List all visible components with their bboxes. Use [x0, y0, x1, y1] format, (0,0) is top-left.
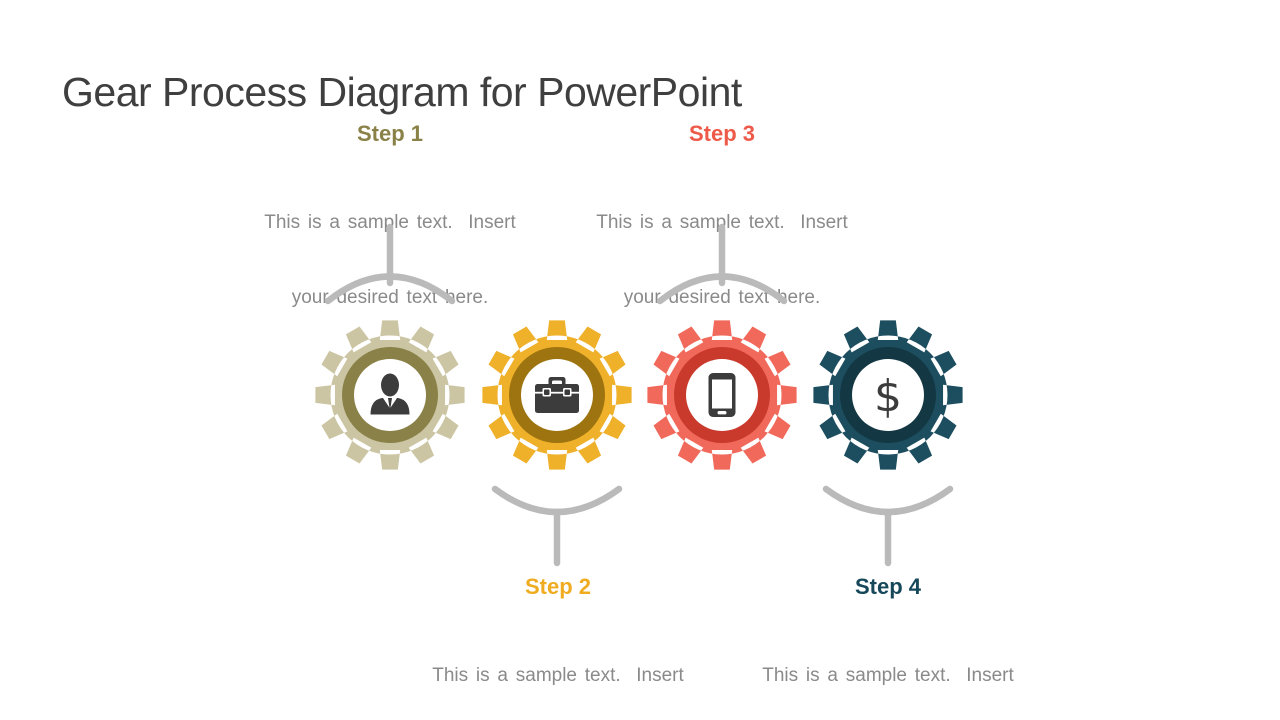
gear-2	[482, 320, 632, 470]
step-4-label: Step 4	[854, 574, 922, 599]
smartphone-icon	[708, 373, 736, 417]
step-3-text-line1: This is a sample text. Insert	[596, 212, 848, 233]
step-3-text-line2: your desired text here.	[623, 287, 821, 308]
connector-arc	[822, 485, 954, 516]
step-1-text-line2: your desired text here.	[291, 287, 489, 308]
businessman-icon	[370, 373, 410, 415]
step-2-block: Step 2 This is a sample text. Insert you…	[388, 573, 728, 720]
connector-arc	[656, 273, 788, 305]
step-4-block: Step 4 This is a sample text. Insert you…	[718, 573, 1058, 720]
gear-center	[852, 359, 924, 431]
connector-step-2	[491, 485, 623, 567]
gear-4: $	[813, 320, 963, 470]
step-1-text: This is a sample text. Insert your desir…	[220, 160, 560, 360]
step-1-text-line1: This is a sample text. Insert	[264, 212, 516, 233]
step-2-text-line1: This is a sample text. Insert	[432, 665, 684, 686]
dollar-icon: $	[874, 371, 902, 422]
connector-step-4	[822, 485, 954, 567]
step-4-text-line1: This is a sample text. Insert	[762, 665, 1014, 686]
connector-arc	[491, 485, 623, 516]
connector-step-1	[324, 223, 456, 305]
gear-3	[647, 320, 797, 470]
briefcase-icon	[535, 377, 579, 413]
step-2-text: This is a sample text. Insert your desir…	[388, 613, 728, 720]
step-4-text: This is a sample text. Insert your desir…	[718, 613, 1058, 720]
gear-1	[315, 320, 465, 470]
step-3-label: Step 3	[688, 121, 756, 146]
connector-step-3	[656, 223, 788, 305]
step-1-block: Step 1 This is a sample text. Insert you…	[220, 120, 560, 360]
slide-title: Gear Process Diagram for PowerPoint	[62, 69, 742, 116]
step-1-label: Step 1	[356, 121, 424, 146]
step-3-text: This is a sample text. Insert your desir…	[552, 160, 892, 360]
connector-arc	[324, 273, 456, 305]
step-3-block: Step 3 This is a sample text. Insert you…	[552, 120, 892, 360]
step-2-label: Step 2	[524, 574, 592, 599]
